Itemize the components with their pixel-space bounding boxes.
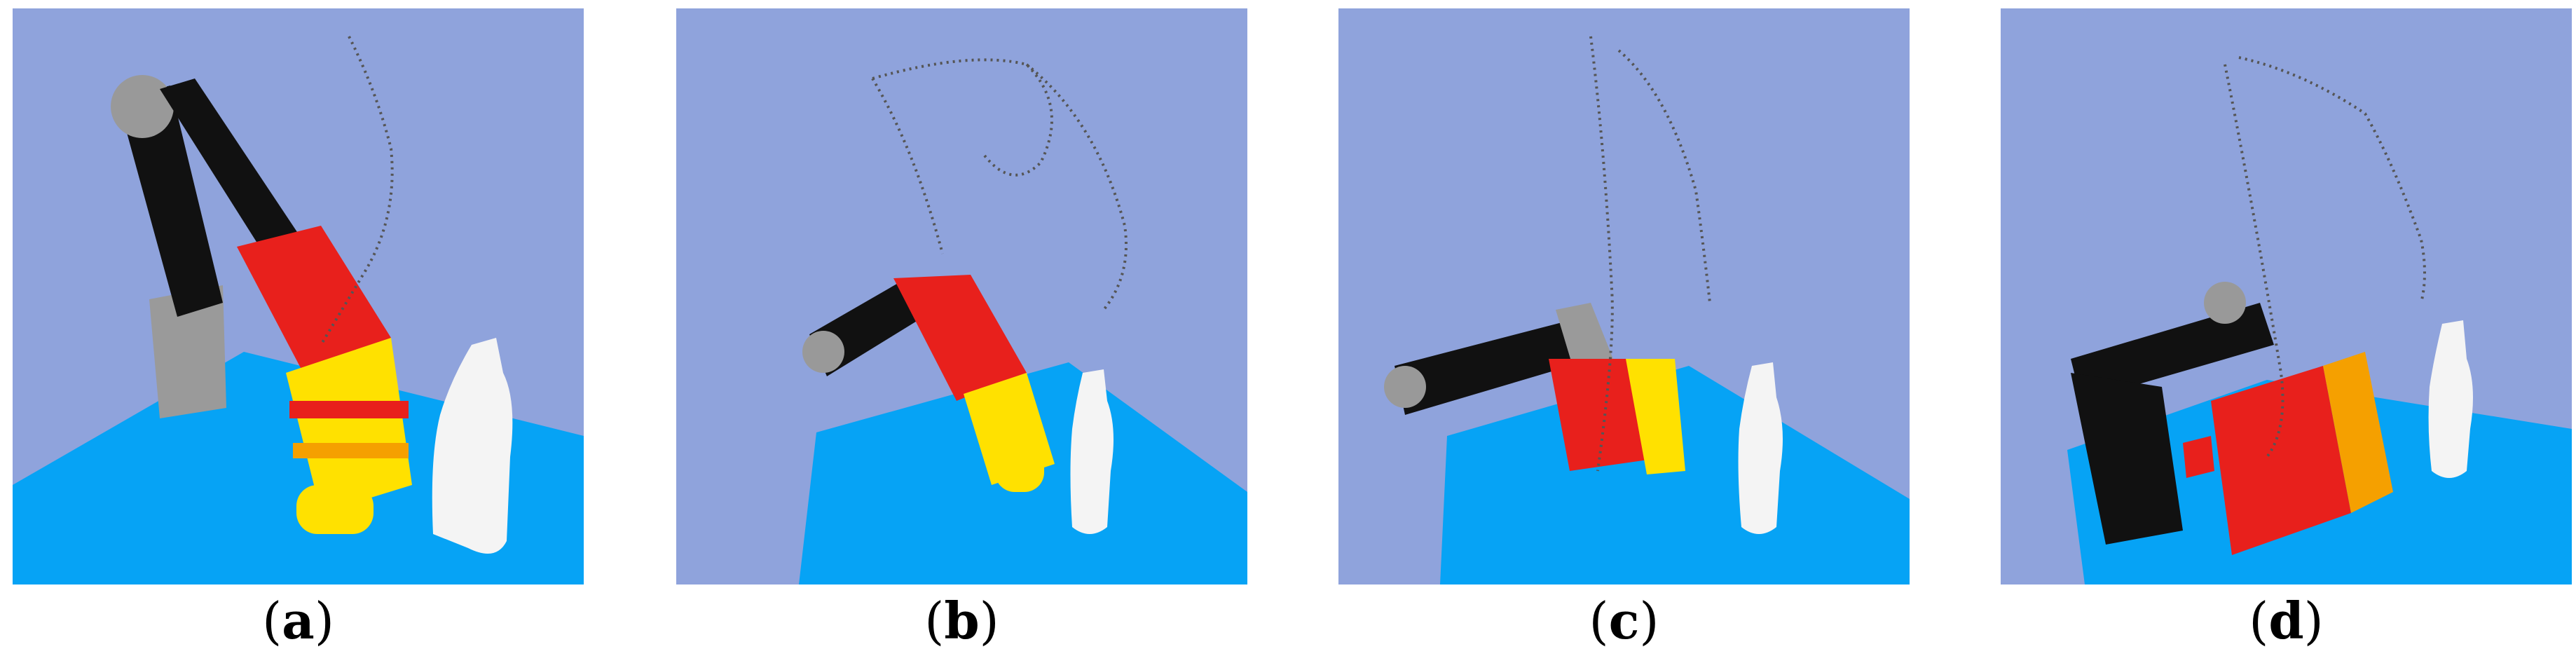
wrist-joint: [802, 331, 844, 373]
trajectory: [871, 58, 1128, 311]
arm-lower: [1395, 317, 1594, 415]
finger-band: [293, 443, 409, 458]
bottle: [1070, 369, 1114, 534]
finger-band: [289, 401, 409, 418]
scene-b: [676, 8, 1247, 584]
caption-d: (d): [2249, 591, 2324, 650]
arm-upper: [118, 86, 223, 317]
robot-fingers: [286, 338, 412, 513]
arm-upper: [2071, 373, 2183, 545]
caption-b: (b): [924, 591, 999, 650]
table: [1440, 366, 1910, 584]
robot-palm: [2211, 366, 2351, 555]
panel-c: [1338, 8, 1910, 584]
grasped-cylinder: [995, 429, 1044, 492]
robot-palm: [237, 226, 391, 380]
scene-d: [2001, 8, 2572, 584]
bottle: [432, 338, 513, 554]
scene-c: [1338, 8, 1910, 584]
bottle: [2428, 320, 2473, 478]
trajectory: [320, 36, 394, 346]
arm-lower: [160, 78, 307, 261]
scene-a: [13, 8, 584, 584]
hand-flange: [2183, 436, 2214, 478]
caption-c: (c): [1589, 591, 1659, 650]
shoulder-joint: [111, 75, 174, 138]
robot-fingers: [1626, 359, 1685, 474]
robot-fingers: [2323, 352, 2393, 513]
arm-base: [149, 285, 226, 418]
robot-palm: [893, 275, 1027, 401]
panel-d: [2001, 8, 2572, 584]
caption-a: (a): [262, 591, 334, 650]
arm-lower: [2071, 303, 2274, 401]
trajectory: [2224, 56, 2426, 458]
trajectory: [1589, 36, 1711, 472]
grasped-cylinder: [296, 485, 374, 534]
panel-b: [676, 8, 1247, 584]
panel-a: [13, 8, 584, 584]
wrist-joint: [1384, 366, 1426, 408]
bottle: [1738, 362, 1783, 534]
shoulder-joint: [2204, 282, 2246, 324]
